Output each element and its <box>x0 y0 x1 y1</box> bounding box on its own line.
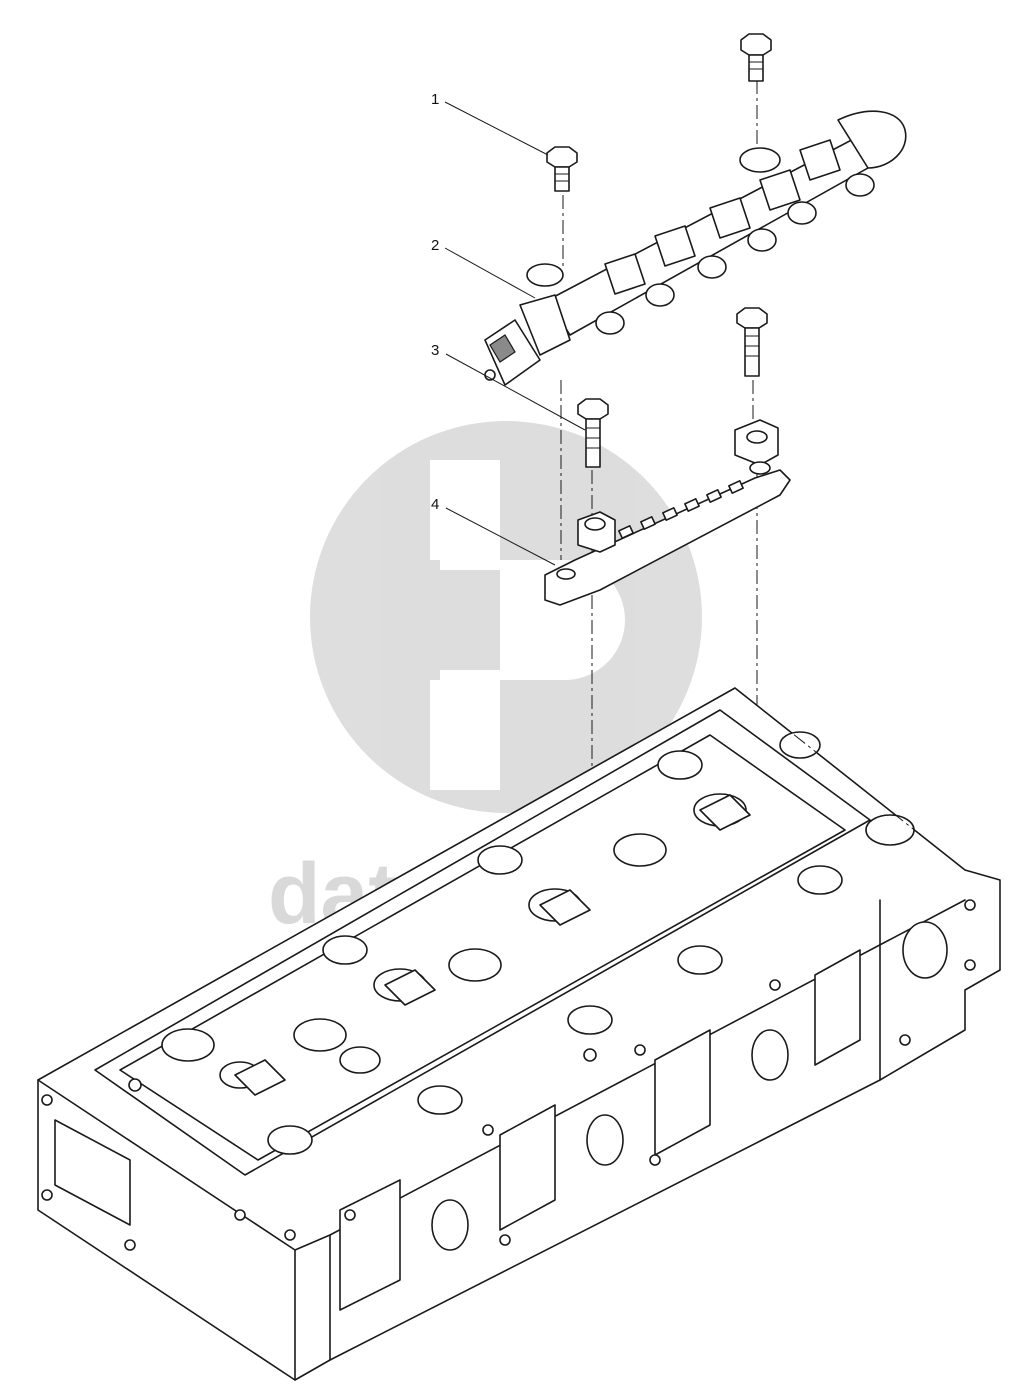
callout-1: 1 <box>431 91 439 108</box>
callout-2: 2 <box>431 237 439 254</box>
leader-1 <box>444 101 549 156</box>
pressure-sensor <box>484 319 541 386</box>
leader-2 <box>444 247 536 299</box>
fuel-rail <box>519 110 907 356</box>
callout-4: 4 <box>431 496 439 513</box>
leader-4 <box>445 507 556 566</box>
bolt-mid-right <box>736 307 768 377</box>
bolt-upper-right <box>740 33 772 82</box>
leader-3 <box>445 353 586 431</box>
callout-leaders <box>444 101 586 566</box>
rail-bracket <box>544 419 791 606</box>
bolt-center <box>577 398 609 468</box>
bolt-item-1 <box>546 146 578 192</box>
cylinder-head <box>37 687 1001 1381</box>
callout-3: 3 <box>431 342 439 359</box>
